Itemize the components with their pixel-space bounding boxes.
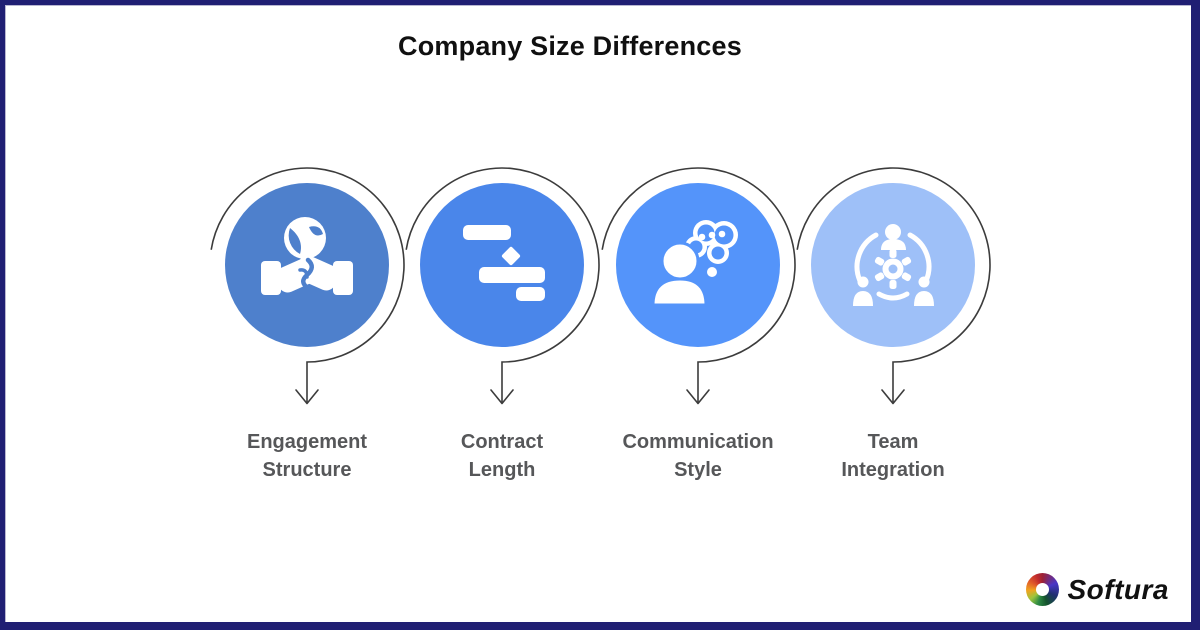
feature-item-contract-length: Contract Length — [392, 162, 612, 484]
down-arrow-icon — [686, 389, 710, 405]
circle-outline-arc — [210, 167, 405, 403]
unit-graphic — [210, 167, 405, 405]
page-title: Company Size Differences — [398, 31, 742, 61]
unit-graphic — [601, 167, 796, 405]
cloud-dots — [698, 230, 726, 241]
unit-graphic — [796, 167, 991, 405]
feature-item-engagement-structure: Engagement Structure — [197, 162, 417, 484]
person-bottom-right — [914, 276, 934, 306]
feature-item-team-integration: Team Integration — [783, 162, 1003, 484]
unit-graphic — [405, 167, 600, 405]
person-thought-icon — [651, 220, 738, 307]
person-head — [660, 241, 700, 281]
feature-circle — [420, 183, 584, 347]
feature-label: Communication Style — [622, 431, 774, 481]
down-arrow-icon — [490, 389, 514, 405]
circle-outline-arc — [796, 167, 991, 403]
thought-tail-bubble — [707, 267, 717, 277]
circle-outline-arc — [405, 167, 600, 403]
feature-label: Team Integration — [841, 431, 945, 481]
person-bottom-left — [853, 276, 873, 306]
gear-hole — [888, 264, 898, 274]
circle-outline-arc — [601, 167, 796, 403]
team-gear-icon — [853, 224, 934, 306]
down-arrow-icon — [881, 389, 905, 405]
feature-label: Engagement Structure — [246, 431, 368, 481]
softura-swirl-icon — [1025, 573, 1059, 606]
handshake-globe-icon — [261, 217, 353, 295]
softura-logo: Softura — [1025, 573, 1170, 606]
feature-item-communication-style: Communication Style — [588, 162, 808, 484]
softura-logo-text: Softura — [1067, 573, 1169, 605]
person-top — [881, 224, 906, 250]
team-arcs — [854, 232, 932, 301]
person-body — [651, 277, 708, 307]
gantt-chart-icon — [463, 225, 545, 301]
down-arrow-icon — [295, 389, 319, 405]
feature-label: Contract Length — [460, 431, 544, 481]
